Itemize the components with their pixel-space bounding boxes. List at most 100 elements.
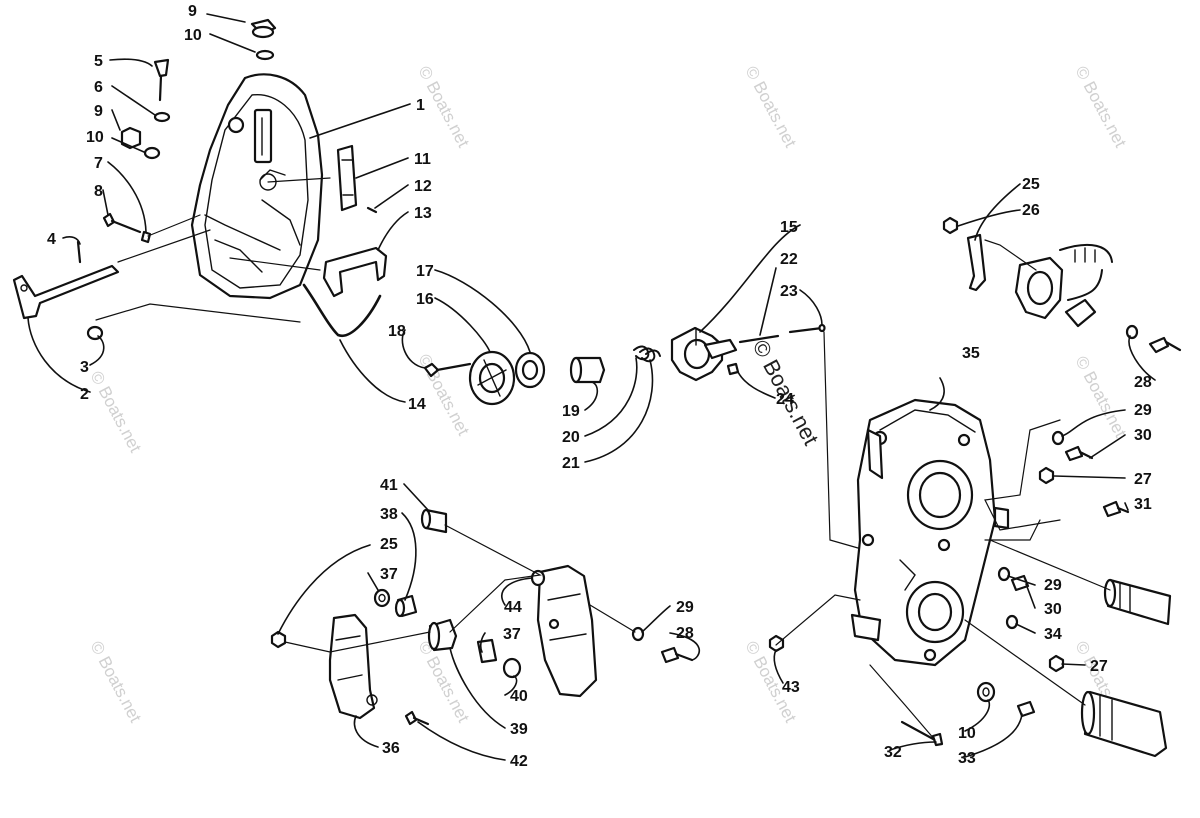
part-label: 29 bbox=[1044, 577, 1062, 594]
part-label: 34 bbox=[1044, 626, 1062, 643]
part-9-nut bbox=[120, 126, 161, 160]
part-39-pad bbox=[427, 618, 458, 652]
part-33-bolt bbox=[1016, 700, 1036, 718]
part-label: 10 bbox=[958, 725, 976, 742]
part-37-washer bbox=[476, 638, 498, 664]
part-2-lever bbox=[12, 264, 120, 320]
part-label: 12 bbox=[414, 178, 432, 195]
part-20-spring bbox=[633, 345, 661, 363]
part-29-washer bbox=[1125, 324, 1139, 340]
part-label: 30 bbox=[1134, 427, 1152, 444]
part-label: 40 bbox=[510, 688, 528, 705]
part-29-washer bbox=[997, 566, 1011, 582]
part-15-tensioner bbox=[670, 326, 738, 382]
part-12-screw bbox=[366, 206, 378, 214]
part-23-pin bbox=[788, 323, 826, 334]
part-label: 31 bbox=[1134, 496, 1152, 513]
part-14-seal bbox=[302, 283, 382, 338]
part-label: 25 bbox=[380, 536, 398, 553]
part-label: 24 bbox=[776, 391, 794, 408]
part-30-bolt bbox=[1064, 445, 1094, 462]
part-43-nut bbox=[768, 634, 785, 653]
part-13-bracket bbox=[322, 246, 388, 298]
part-label: 28 bbox=[676, 625, 694, 642]
part-label: 33 bbox=[958, 750, 976, 767]
part-label: 7 bbox=[94, 155, 103, 172]
part-11-plate bbox=[336, 144, 358, 212]
leader-lines bbox=[27, 13, 1156, 761]
part-34-washer bbox=[1005, 614, 1019, 630]
part-label: 20 bbox=[562, 429, 580, 446]
part-37-washer bbox=[373, 588, 391, 608]
part-18-bolt bbox=[423, 362, 472, 378]
part-label: 23 bbox=[780, 283, 798, 300]
part-label: 13 bbox=[414, 205, 432, 222]
part-label: 37 bbox=[503, 626, 521, 643]
part-8-bolt bbox=[102, 212, 142, 234]
part-25-nut bbox=[270, 630, 287, 649]
part-label: 27 bbox=[1090, 658, 1108, 675]
part-31-bolt bbox=[1102, 500, 1130, 518]
part-label: 15 bbox=[780, 219, 798, 236]
part-label: 6 bbox=[94, 79, 103, 96]
part-label: 1 bbox=[416, 97, 425, 114]
part-26-bracket bbox=[966, 233, 987, 292]
part-4-pin bbox=[76, 240, 82, 264]
part-label: 28 bbox=[1134, 374, 1152, 391]
part-label: 44 bbox=[504, 599, 522, 616]
part-label: 10 bbox=[184, 27, 202, 44]
part-label: 22 bbox=[780, 251, 798, 268]
gear-case-cover bbox=[190, 73, 324, 300]
part-label: 21 bbox=[562, 455, 580, 472]
part-16-sprocket bbox=[468, 350, 516, 406]
part-5-screw bbox=[153, 58, 171, 123]
part-label: 35 bbox=[962, 345, 980, 362]
part-label: 41 bbox=[380, 477, 398, 494]
part-25-nut bbox=[942, 216, 959, 235]
part-27-nut bbox=[1038, 466, 1055, 485]
watermark: © Boats.net bbox=[86, 638, 145, 726]
part-label: 17 bbox=[416, 263, 434, 280]
part-label: 29 bbox=[676, 599, 694, 616]
part-label: 4 bbox=[47, 231, 56, 248]
part-label: 11 bbox=[414, 151, 431, 168]
part-42-screw bbox=[404, 710, 430, 726]
part-38-bushing bbox=[394, 594, 418, 618]
part-29-washer bbox=[631, 626, 645, 642]
part-label: 42 bbox=[510, 753, 528, 770]
drive-shaft-upper bbox=[1103, 578, 1172, 626]
part-40-washer bbox=[502, 657, 522, 679]
part-28-bolt bbox=[1148, 336, 1182, 354]
part-24-screw bbox=[726, 362, 740, 376]
part-label: 37 bbox=[380, 566, 398, 583]
part-22-spring-pin bbox=[738, 334, 780, 344]
part-29-washer bbox=[1051, 430, 1065, 446]
part-41-pin bbox=[420, 508, 448, 534]
part-label: 16 bbox=[416, 291, 434, 308]
part-label: 10 bbox=[86, 129, 104, 146]
part-label: 39 bbox=[510, 721, 528, 738]
drive-shaft-lower bbox=[1080, 690, 1168, 758]
part-label: 18 bbox=[388, 323, 406, 340]
part-label: 14 bbox=[408, 396, 426, 413]
part-label: 2 bbox=[80, 386, 89, 403]
part-labels: 9 10 5 6 9 10 7 8 4 3 2 1 11 12 13 14 17… bbox=[47, 3, 1152, 770]
part-label: 9 bbox=[188, 3, 197, 20]
part-label: 29 bbox=[1134, 402, 1152, 419]
part-label: 3 bbox=[80, 359, 89, 376]
part-label: 32 bbox=[884, 744, 902, 761]
part-label: 26 bbox=[1022, 202, 1040, 219]
part-9-cap bbox=[250, 18, 277, 61]
part-label: 43 bbox=[782, 679, 800, 696]
part-label: 30 bbox=[1044, 601, 1062, 618]
part-17-hub bbox=[514, 351, 546, 389]
part-10-washer bbox=[976, 681, 996, 703]
part-label: 5 bbox=[94, 53, 103, 70]
part-27-nut bbox=[1048, 654, 1065, 673]
watermark: © Boats.net bbox=[86, 368, 145, 456]
watermark: © Boats.net bbox=[1071, 353, 1130, 441]
brake-disc-assembly bbox=[1014, 243, 1113, 328]
part-28-bolt bbox=[660, 646, 694, 664]
part-44-caliper-body bbox=[530, 564, 598, 698]
part-label: 25 bbox=[1022, 176, 1040, 193]
